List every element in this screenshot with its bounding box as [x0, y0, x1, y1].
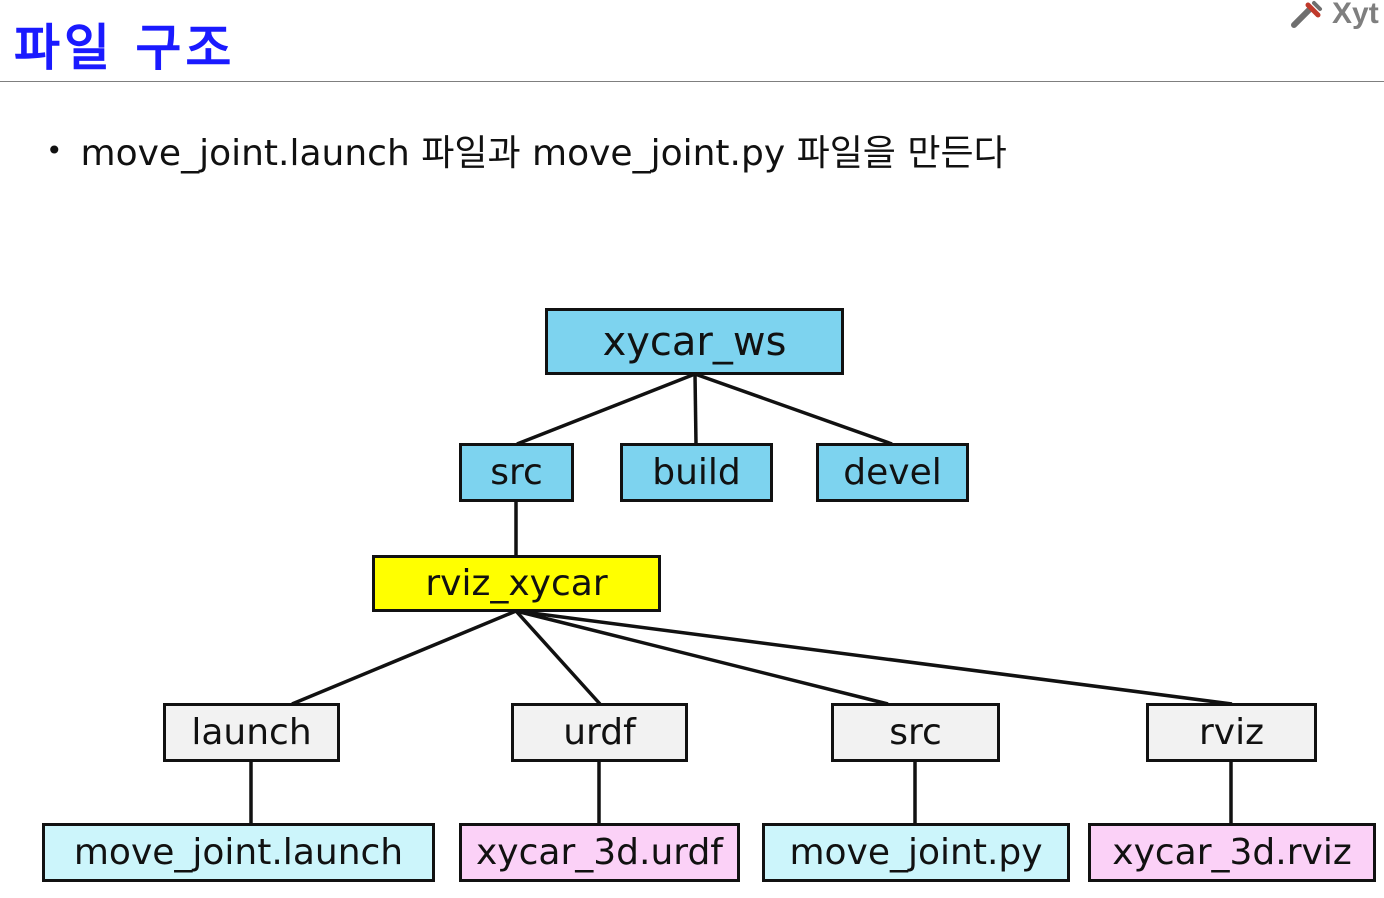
- edge-root-src: [516, 372, 696, 446]
- node-file-xycar-urdf: xycar_3d.urdf: [459, 823, 740, 882]
- node-file-xycar-rviz: xycar_3d.rviz: [1088, 823, 1376, 882]
- node-root: xycar_ws: [545, 308, 844, 375]
- node-build: build: [620, 443, 773, 502]
- node-package: rviz_xycar: [372, 555, 661, 612]
- title-divider: [0, 81, 1384, 82]
- node-file-move-joint-py: move_joint.py: [762, 823, 1070, 882]
- node-file-move-joint-launch: move_joint.launch: [42, 823, 435, 882]
- logo: Xyt: [1290, 0, 1379, 34]
- edge-root-devel: [694, 372, 893, 446]
- node-folder-rviz: rviz: [1146, 703, 1317, 762]
- edge-package-src: [515, 609, 889, 706]
- edge-root-build: [693, 373, 698, 445]
- logo-text: Xyt: [1332, 0, 1379, 30]
- edge-package-launch: [291, 609, 517, 706]
- node-folder-src: src: [831, 703, 1000, 762]
- bullet-text: move_joint.launch 파일과 move_joint.py 파일을 …: [80, 133, 1007, 174]
- edge-package-rviz: [515, 609, 1233, 706]
- bullet-item: • move_joint.launch 파일과 move_joint.py 파일…: [46, 124, 1007, 176]
- node-folder-urdf: urdf: [511, 703, 688, 762]
- tools-icon: [1291, 1, 1322, 28]
- page-title: 파일 구조: [14, 19, 236, 77]
- node-src: src: [459, 443, 574, 502]
- bullet-dot: •: [46, 133, 63, 167]
- edge-package-urdf: [514, 609, 602, 706]
- node-devel: devel: [816, 443, 969, 502]
- node-folder-launch: launch: [163, 703, 340, 762]
